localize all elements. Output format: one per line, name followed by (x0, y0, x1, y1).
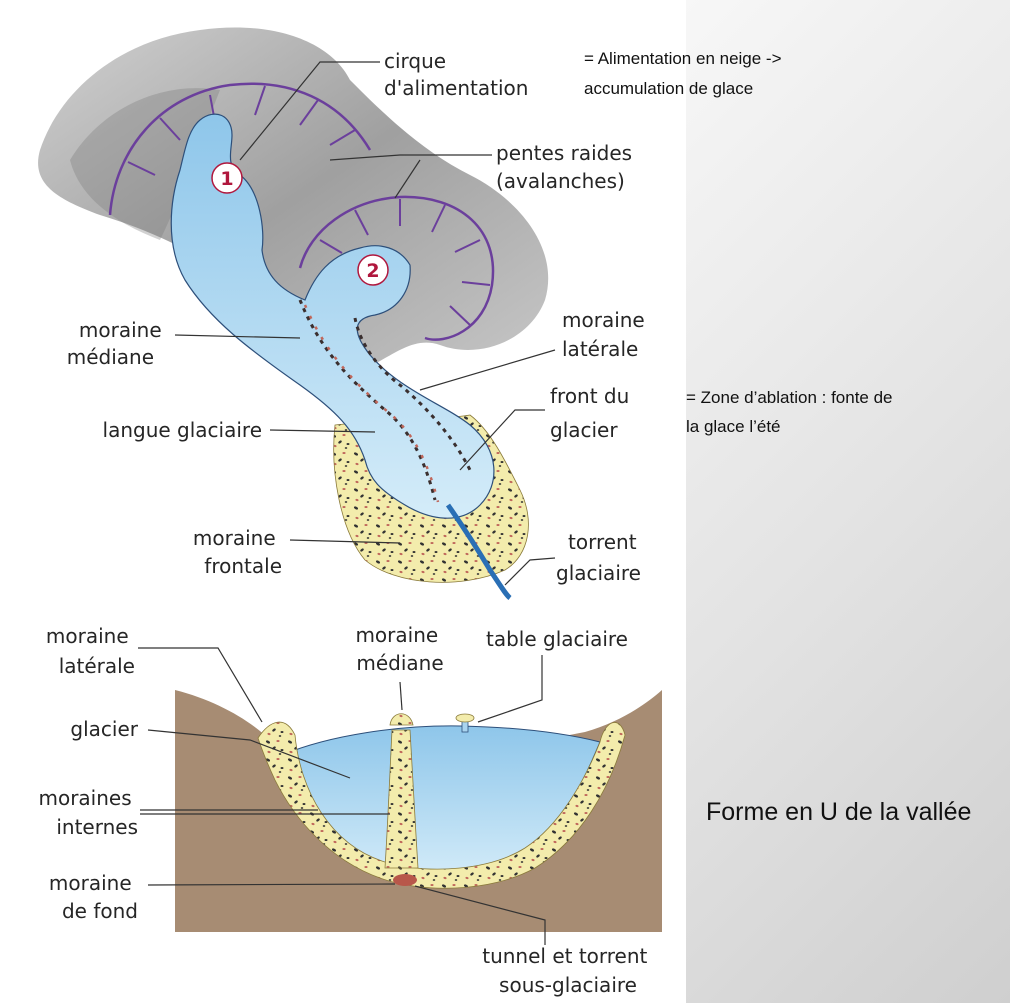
leader-moraine-mediane-bottom (400, 682, 402, 710)
svg-text:1: 1 (220, 168, 233, 190)
circle-2: 2 (358, 255, 388, 285)
label-moraines-internes: moraines internes (38, 786, 138, 839)
label-moraine-mediane-top: moraine médiane (67, 318, 168, 369)
label-tunnel: tunnel et torrent sous-glaciaire (482, 944, 654, 997)
note-ablation: = Zone d’ablation : fonte de la glace l’… (686, 388, 897, 436)
circle-1: 1 (212, 163, 242, 193)
label-langue: langue glaciaire (103, 418, 262, 442)
label-front: front du glacier (550, 384, 636, 442)
label-cirque: cirque d'alimentation (384, 49, 528, 100)
tunnel-sous-glaciaire (393, 874, 417, 886)
label-torrent: torrent glaciaire (556, 530, 643, 585)
label-pentes: pentes raides (avalanches) (496, 141, 638, 193)
label-glacier: glacier (70, 717, 138, 741)
label-moraine-laterale-top: moraine latérale (562, 308, 651, 361)
moraine-mediane-bump (390, 714, 413, 725)
label-moraine-mediane-bottom: moraine médiane (355, 623, 444, 675)
leader-moraine-laterale-top (420, 350, 555, 390)
label-moraine-fond: moraine de fond (49, 871, 138, 923)
label-moraine-frontale: moraine frontale (193, 526, 282, 578)
svg-text:2: 2 (366, 260, 379, 282)
label-moraine-laterale-bottom: moraine latérale (46, 624, 135, 678)
note-alimentation: = Alimentation en neige -> accumulation … (584, 49, 786, 98)
leader-table (478, 655, 542, 722)
note-forme-u: Forme en U de la vallée (706, 798, 971, 826)
label-table: table glaciaire (486, 627, 628, 651)
